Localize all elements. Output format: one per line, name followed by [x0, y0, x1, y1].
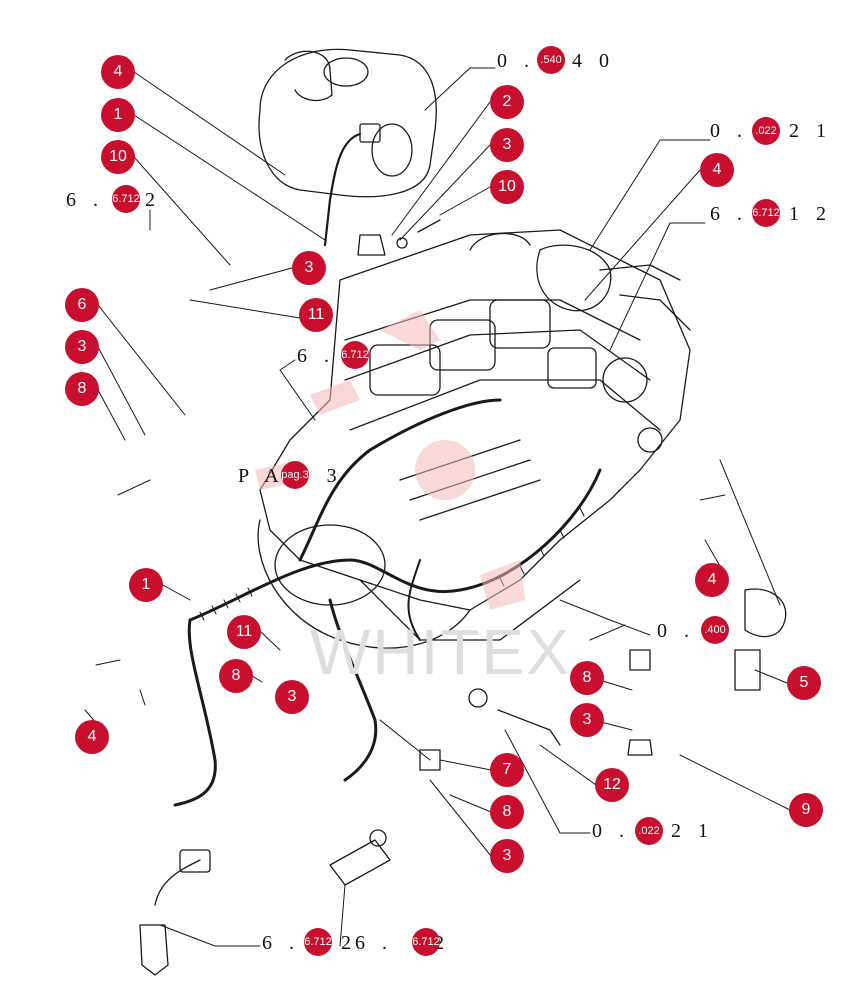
reference-dot: .022	[635, 817, 663, 845]
callout-8[interactable]: 8	[65, 372, 99, 406]
callout-4[interactable]: 4	[101, 55, 135, 89]
callout-3[interactable]: 3	[65, 330, 99, 364]
temperature-sensor	[139, 924, 169, 976]
reference-dot: .022	[752, 117, 780, 145]
reference-suffix: 2 1	[671, 820, 714, 842]
reference-dot: .400	[701, 616, 729, 644]
reference-code[interactable]: 6 . 1 2	[710, 203, 832, 226]
reference-suffix: 4 0	[572, 50, 615, 72]
reference-dot: .540	[537, 46, 565, 74]
callout-8[interactable]: 8	[570, 661, 604, 695]
reference-code[interactable]: 0 . 2 1	[710, 120, 832, 143]
reference-code[interactable]: 6 .	[297, 345, 335, 368]
callout-1[interactable]: 1	[101, 98, 135, 132]
reference-prefix: 6 .	[355, 932, 404, 954]
valve-cover-3	[489, 299, 551, 349]
engine-block	[259, 229, 691, 611]
reference-prefix: 0 .	[497, 50, 546, 72]
reference-code[interactable]: P A 3	[238, 465, 343, 488]
reference-prefix: P A	[238, 465, 295, 487]
reference-dot: 6.712	[304, 928, 332, 956]
callout-6[interactable]: 6	[65, 288, 99, 322]
callout-4[interactable]: 4	[75, 720, 109, 754]
air-filter-intake	[284, 50, 333, 102]
reference-prefix: 0 .	[710, 120, 759, 142]
callout-5[interactable]: 5	[787, 666, 821, 700]
callout-4[interactable]: 4	[695, 563, 729, 597]
reference-suffix: 2 1	[789, 120, 832, 142]
reference-prefix: 0 .	[592, 820, 641, 842]
reference-suffix: 3	[326, 465, 343, 487]
reference-dot: 6.712	[412, 928, 440, 956]
reference-prefix: 6 .	[297, 345, 335, 367]
reference-suffix: 2	[341, 932, 357, 954]
callout-3[interactable]: 3	[275, 680, 309, 714]
reference-code[interactable]: 0 . 4 0	[497, 50, 615, 73]
reference-code[interactable]: 6 . 2	[66, 189, 161, 212]
callout-11[interactable]: 11	[227, 615, 261, 649]
callout-3[interactable]: 3	[570, 703, 604, 737]
reference-prefix: 6 .	[710, 203, 759, 225]
callout-11[interactable]: 11	[299, 298, 333, 332]
callout-10[interactable]: 10	[490, 170, 524, 204]
brand-logo-watermark	[255, 310, 525, 610]
reference-code[interactable]: 0 . 2 1	[592, 820, 714, 843]
reference-prefix: 6 .	[262, 932, 311, 954]
callout-4[interactable]: 4	[700, 153, 734, 187]
callout-10[interactable]: 10	[101, 140, 135, 174]
main-wiring-harness	[188, 468, 602, 622]
reference-dot: 6.712	[341, 341, 369, 369]
reference-code[interactable]: 6 . 2	[262, 932, 357, 955]
callout-3[interactable]: 3	[490, 128, 524, 162]
callout-12[interactable]: 12	[595, 768, 629, 802]
callout-9[interactable]: 9	[789, 793, 823, 827]
pressure-sensor	[329, 839, 391, 886]
watermark-text: WHITEX	[310, 616, 571, 688]
reference-dot: 6.712	[752, 199, 780, 227]
reference-suffix: 2	[145, 189, 161, 211]
reference-suffix: 1 2	[789, 203, 832, 225]
callout-8[interactable]: 8	[219, 659, 253, 693]
flywheel-housing	[257, 519, 471, 649]
turbocharger	[536, 244, 612, 312]
callout-7[interactable]: 7	[490, 753, 524, 787]
reference-dot: 6.712	[112, 185, 140, 213]
air-filter-housing	[258, 48, 437, 198]
callout-3[interactable]: 3	[292, 251, 326, 285]
callout-8[interactable]: 8	[490, 795, 524, 829]
callout-2[interactable]: 2	[490, 85, 524, 119]
callout-3[interactable]: 3	[490, 839, 524, 873]
callout-1[interactable]: 1	[129, 568, 163, 602]
reference-prefix: 0 .	[657, 620, 695, 642]
reference-dot: pag.3	[281, 461, 309, 489]
reference-code[interactable]: 0 .	[657, 620, 695, 643]
reference-prefix: 6 .	[66, 189, 115, 211]
